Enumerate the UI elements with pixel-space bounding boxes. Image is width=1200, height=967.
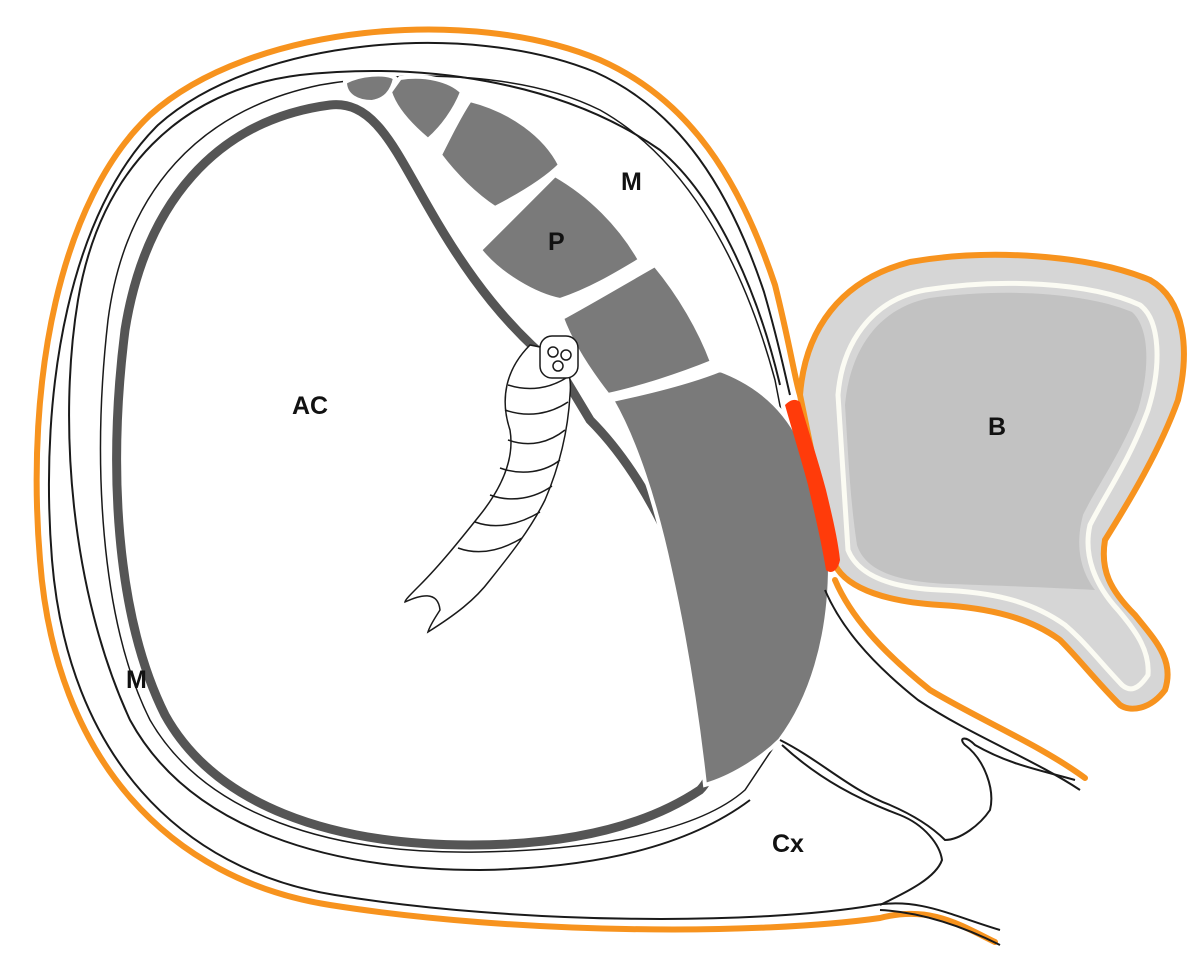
placenta-cotyledon <box>477 172 643 303</box>
chorionic-membrane-outline <box>99 75 811 853</box>
placenta-cotyledon <box>559 262 715 398</box>
umbilical-vessel <box>547 346 559 358</box>
umbilical-cord <box>404 335 579 634</box>
vaginal-wall-lower <box>879 909 1001 946</box>
anterior-lower-segment-line <box>824 589 1081 791</box>
uterine-serosa-outline <box>33 26 998 945</box>
cord-insertion-knot <box>539 335 579 379</box>
amnion-membrane <box>112 100 723 850</box>
cervix <box>779 737 1076 842</box>
umbilical-cord-body <box>404 344 572 634</box>
placenta-cotyledon <box>387 74 465 143</box>
placenta-cotyledon <box>342 72 398 105</box>
label-cervix: Cx <box>772 830 804 858</box>
label-bladder: B <box>988 413 1006 441</box>
label-myometrium-upper: M <box>621 168 642 196</box>
placental-invasion-zone <box>785 399 840 572</box>
cervical-canal <box>781 744 944 906</box>
bladder-lumen <box>845 292 1147 590</box>
placenta <box>342 72 833 788</box>
myometrium-outer-line <box>47 41 1001 931</box>
label-placenta: P <box>548 228 565 256</box>
placenta-cotyledon <box>437 97 563 211</box>
label-amniotic-cavity: AC <box>292 392 328 420</box>
umbilical-vessel <box>560 349 572 361</box>
label-myometrium-lower: M <box>126 666 147 694</box>
umbilical-vessel <box>552 360 564 372</box>
umbilical-cord-coil <box>457 377 569 553</box>
anterior-lower-segment-outline <box>832 577 1088 781</box>
bladder-wall-inner <box>835 280 1160 692</box>
